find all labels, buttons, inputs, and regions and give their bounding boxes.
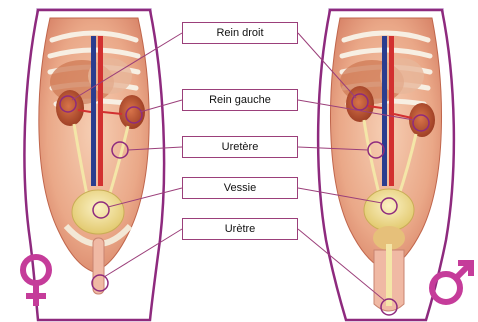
- male-figure: [318, 8, 454, 320]
- female-bladder: [72, 190, 124, 234]
- label-vessie-text: Vessie: [224, 182, 256, 194]
- male-urethra: [386, 244, 392, 306]
- female-vena-cava: [91, 36, 96, 186]
- female-aorta: [98, 36, 103, 186]
- female-figure: [24, 8, 164, 320]
- label-uretere: Uretère: [182, 136, 298, 158]
- label-uretre-text: Urètre: [225, 223, 256, 235]
- label-rein-gauche-text: Rein gauche: [209, 94, 271, 106]
- label-uretere-text: Uretère: [222, 141, 259, 153]
- label-rein-droit-text: Rein droit: [216, 27, 263, 39]
- label-vessie: Vessie: [182, 177, 298, 199]
- female-urethra: [93, 238, 104, 294]
- label-rein-droit: Rein droit: [182, 22, 298, 44]
- male-vena-cava: [382, 36, 387, 186]
- male-bladder: [364, 189, 414, 231]
- label-uretre: Urètre: [182, 218, 298, 240]
- male-aorta: [389, 36, 394, 186]
- label-rein-gauche: Rein gauche: [182, 89, 298, 111]
